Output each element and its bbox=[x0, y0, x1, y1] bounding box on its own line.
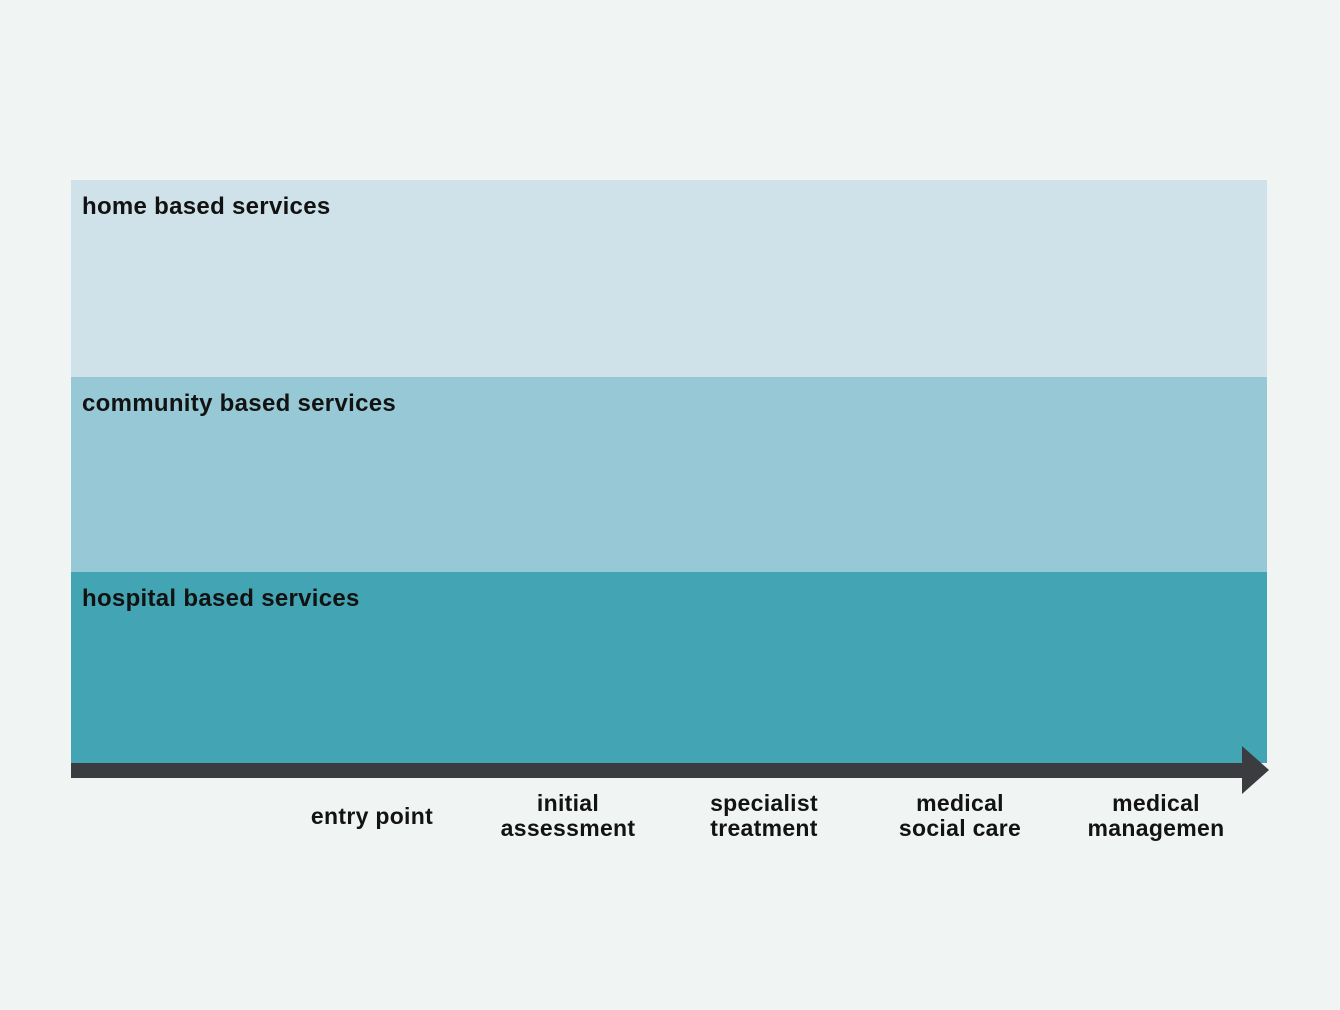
band-label-community-based-services: community based services bbox=[82, 390, 397, 417]
stage-label-entry-point: entry point bbox=[310, 802, 434, 829]
timeline-arrow-head-icon bbox=[1242, 746, 1269, 794]
band-community-based-services: community based services bbox=[71, 377, 1267, 572]
stage-label-specialist-treatment: specialist treatment bbox=[710, 790, 818, 841]
band-hospital-based-services: hospital based services bbox=[71, 572, 1267, 763]
band-label-home-based-services: home based services bbox=[82, 193, 331, 220]
band-home-based-services: home based services bbox=[71, 180, 1267, 377]
band-label-hospital-based-services: hospital based services bbox=[82, 585, 360, 612]
stage-label-medical-management: medical managemen bbox=[1087, 790, 1225, 841]
stage-label-initial-assessment: initial assessment bbox=[500, 790, 636, 841]
stage-label-medical-social-care: medical social care bbox=[898, 790, 1022, 841]
service-layers: home based services community based serv… bbox=[71, 180, 1267, 763]
timeline-arrow-shaft bbox=[71, 763, 1247, 778]
